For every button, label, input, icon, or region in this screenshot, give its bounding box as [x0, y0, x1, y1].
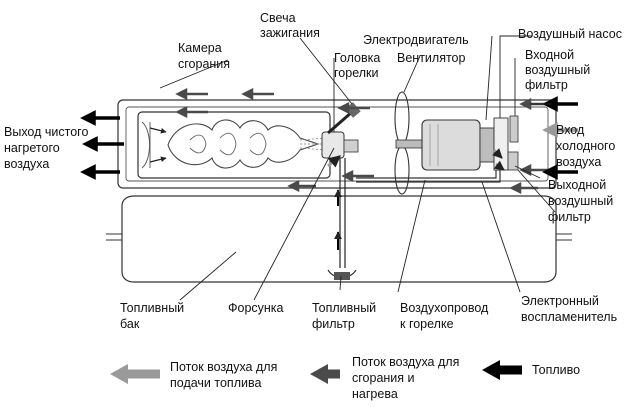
label-spark-plug: Свеча зажигания [260, 11, 320, 40]
inlet-air-filter-part [509, 115, 519, 143]
label-electric-motor: Электродвигатель [363, 33, 469, 47]
leader-lines [159, 35, 556, 301]
label-electronic-igniter: Электронный воспламенитель [521, 294, 617, 324]
fan [394, 91, 423, 195]
air-duct [356, 170, 501, 183]
label-fuel-tank: Топливный бак [120, 301, 188, 331]
outlet-air-filter-part [507, 151, 519, 171]
legend-fuel-feed-air-arrowhead [110, 364, 128, 384]
legend-fuel-feed-air: Поток воздуха для подачи топлива [110, 360, 281, 390]
legend-combustion-air: Поток воздуха для сгорания и нагрева [310, 355, 463, 401]
fuel-filter-part [327, 269, 357, 280]
legend: Поток воздуха для подачи топлива Поток в… [110, 355, 580, 401]
fuel-tank [106, 195, 572, 283]
legend-fuel: Топливо [482, 360, 580, 380]
label-air-duct: Воздухопровод к горелке [400, 301, 492, 331]
air-pump [493, 117, 509, 171]
electric-motor [421, 119, 495, 171]
label-outlet-air-filter: Выходной воздушный фильтр [548, 178, 617, 224]
label-nozzle: Форсунка [228, 301, 284, 315]
legend-fuel-arrowhead [482, 360, 500, 380]
label-air-pump: Воздушный насос [518, 27, 622, 41]
label-fan: Вентилятор [397, 51, 465, 65]
label-cold-air-inlet: Вход холодного воздуха [556, 123, 619, 169]
flame [167, 119, 328, 169]
label-fuel-filter: Топливный фильтр [312, 301, 380, 331]
legend-combustion-air-arrowhead [310, 364, 328, 384]
label-inlet-air-filter: Входной воздушный фильтр [525, 48, 594, 92]
label-combustion-chamber: Камера сгорания [178, 41, 230, 71]
legend-fuel-text: Топливо [532, 363, 580, 377]
label-clean-hot-air-outlet: Выход чистого нагретого воздуха [4, 125, 92, 171]
flow-arrows [80, 87, 578, 250]
burner-head [321, 131, 359, 159]
legend-fuel-feed-air-text: Поток воздуха для подачи топлива [170, 360, 281, 390]
label-burner-head: Головка горелки [334, 51, 384, 80]
legend-combustion-air-text: Поток воздуха для сгорания и нагрева [352, 355, 463, 401]
